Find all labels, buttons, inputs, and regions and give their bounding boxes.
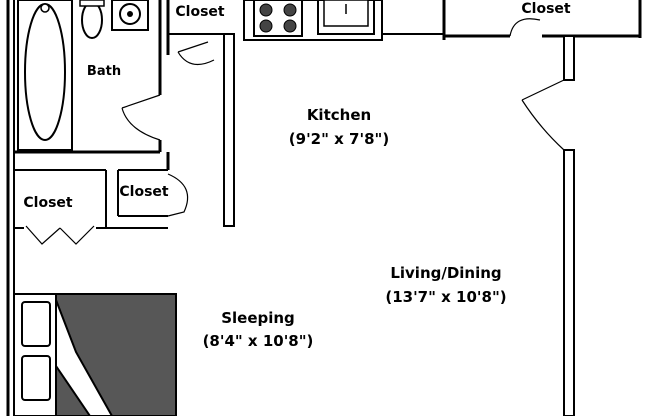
living-right-wall [521, 35, 575, 416]
closet-label-middle: Closet [119, 184, 169, 200]
bathtub-basin [24, 3, 66, 141]
kitchen-dims-label: (9'2" x 7'8") [289, 130, 389, 148]
closet-left: Closet [14, 169, 168, 245]
living-dims-label: (13'7" x 10'8") [385, 288, 506, 306]
kitchen-counter [243, 0, 444, 41]
kitchen-name-label: Kitchen [307, 106, 371, 124]
closet-top-door-swing [177, 41, 215, 66]
bed-sheet-fold [55, 299, 114, 416]
closet-middle-door-swing [167, 173, 189, 217]
pillow-icon [21, 301, 51, 347]
bath-room: Bath [14, 0, 162, 154]
closet-living-door-swing [509, 18, 541, 37]
sink-drain-icon [127, 11, 133, 17]
entry-door-swing [521, 79, 565, 151]
closet-label-living-top: Closet [521, 1, 571, 17]
sleeping-name-label: Sleeping [221, 309, 295, 327]
toilet-icon [81, 1, 103, 39]
bath-label: Bath [87, 64, 121, 79]
bath-door-swing [121, 94, 161, 141]
closet-label-left: Closet [23, 195, 73, 211]
closet-left-door-swing [25, 225, 95, 245]
toilet-tank-icon [79, 0, 105, 7]
living-name-label: Living/Dining [390, 264, 501, 282]
closet-kitchen-top: Closet [166, 0, 232, 66]
closet-living-top: Closet [442, 0, 642, 40]
bed-icon [13, 293, 177, 416]
closet-middle: Closet [117, 152, 189, 217]
pillow-icon [21, 355, 51, 401]
closet-label-kitchen-top: Closet [175, 4, 225, 20]
tub-drain-icon [40, 3, 50, 13]
sleeping-dims-label: (8'4" x 10'8") [203, 332, 314, 350]
stove-icon [253, 0, 303, 37]
kitchen-partition-wall [223, 33, 235, 227]
